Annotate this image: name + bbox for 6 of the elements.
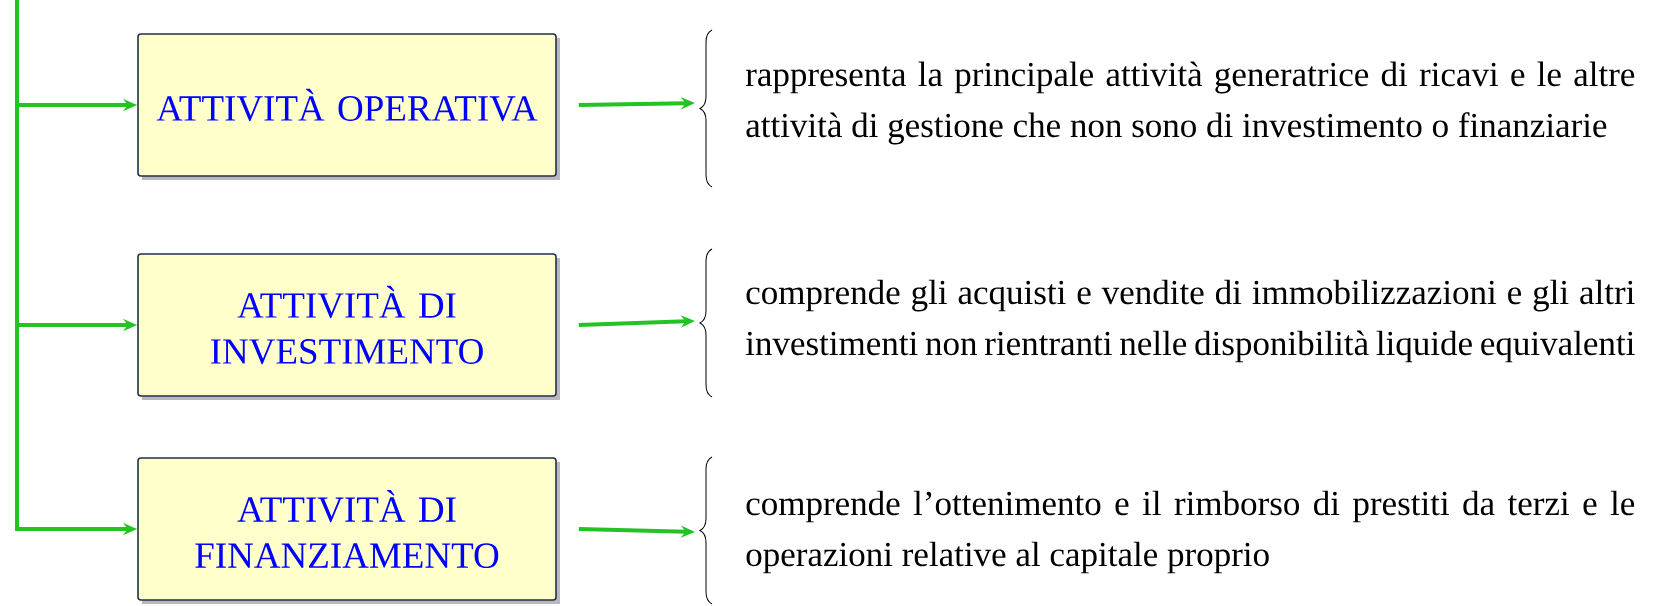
label-box: ATTIVITÀ DI FINANZIAMENTO [137,457,560,604]
description-text: comprende l’ottenimento e il rimborso di prestiti da terzi e le operazioni relative al capitale proprio [746,490,1635,574]
label-box: ATTIVITÀ OPERATIVA [137,33,560,180]
description-text: rappresenta la principale attività generatrice di ricavi e le altre attività di gestione che non sono di investimento o finanziarie [745,61,1635,145]
description-text: comprende gli acquisti e vendite di immobilizzazioni e gli altri investimenti non rientranti nelle disponibilità liquide equivalenti [745,279,1635,363]
label-box: ATTIVITÀ DI INVESTIMENTO [137,253,560,400]
